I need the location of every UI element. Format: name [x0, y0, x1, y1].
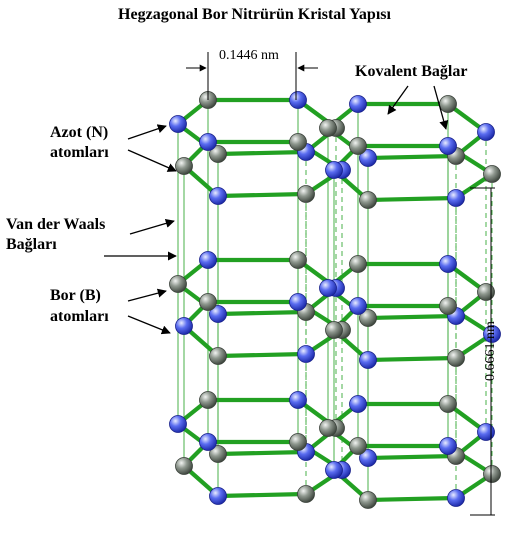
nitrogen-atom: [175, 317, 193, 335]
nitrogen-atom: [359, 149, 377, 167]
nitrogen-atom: [447, 489, 465, 507]
covalent-bond: [367, 495, 457, 503]
boron-atom: [439, 395, 457, 413]
boron-atom: [439, 297, 457, 315]
vdw-arrow-1: [129, 218, 175, 235]
boron-atom: [349, 137, 367, 155]
bond-length-label: 0.1446 nm: [219, 48, 279, 63]
boron-atom: [169, 275, 187, 293]
boron-atom: [209, 445, 227, 463]
boron-atom: [483, 465, 501, 483]
covalent-bond: [217, 309, 307, 317]
nitrogen-atom: [289, 91, 307, 109]
boron-atom: [359, 491, 377, 509]
nitrogen-atom: [289, 293, 307, 311]
nitrogen-atom: [447, 189, 465, 207]
nitrogen-atom: [297, 345, 315, 363]
nitrogen-atom: [349, 95, 367, 113]
azot-arrow-1: [127, 124, 167, 140]
nitrogen-atom: [359, 351, 377, 369]
boron-atom: [175, 157, 193, 175]
nitrogen-atom: [477, 423, 495, 441]
covalent-bond: [217, 191, 307, 199]
nitrogen-atom: [359, 449, 377, 467]
boron-atom: [199, 391, 217, 409]
boron-atom: [209, 347, 227, 365]
vdw-label-line1: Van der Waals: [6, 216, 106, 233]
boron-atom: [319, 119, 337, 137]
nitrogen-atom: [349, 297, 367, 315]
van-der-waals-bonds: [177, 100, 493, 500]
nitrogen-atom: [319, 279, 337, 297]
nitrogen-atom: [439, 137, 457, 155]
boron-atom: [297, 485, 315, 503]
nitrogen-atom: [169, 415, 187, 433]
boron-atom: [209, 145, 227, 163]
covalent-bond: [217, 149, 307, 157]
nitrogen-atom: [199, 433, 217, 451]
boron-atom: [447, 349, 465, 367]
boron-atom: [289, 133, 307, 151]
bor-arrow-2: [127, 315, 171, 335]
boron-atom: [439, 95, 457, 113]
boron-atom: [289, 433, 307, 451]
nitrogen-atom: [439, 255, 457, 273]
nitrogen-atom: [209, 305, 227, 323]
boron-atom: [199, 293, 217, 311]
covalent-bond: [217, 351, 307, 359]
nitrogen-atom: [289, 391, 307, 409]
boron-atom: [297, 185, 315, 203]
nitrogen-atom: [199, 251, 217, 269]
annotations: [104, 52, 495, 516]
nitrogen-atom: [439, 437, 457, 455]
nitrogen-atom: [349, 395, 367, 413]
nitrogen-atom: [199, 133, 217, 151]
kovalent-arrow-1: [387, 85, 409, 115]
bor-arrow-1: [127, 288, 167, 302]
kovalent-arrow-2: [433, 85, 449, 130]
boron-atom: [175, 457, 193, 475]
azot-label-line2: atomları: [50, 144, 109, 161]
nitrogen-atom: [325, 161, 343, 179]
covalent-bond: [217, 449, 307, 457]
boron-atom: [359, 309, 377, 327]
atoms: [169, 91, 501, 509]
covalent-bond: [367, 153, 457, 161]
nitrogen-atom: [209, 187, 227, 205]
boron-atom: [359, 191, 377, 209]
boron-atom: [319, 419, 337, 437]
covalent-bond: [217, 491, 307, 499]
vdw-label-line2: Bağları: [6, 236, 57, 253]
azot-label-line1: Azot (N): [50, 124, 109, 141]
kovalent-label: Kovalent Bağlar: [355, 63, 468, 80]
boron-atom: [483, 165, 501, 183]
boron-atom: [477, 283, 495, 301]
azot-arrow-2: [127, 149, 177, 172]
nitrogen-atom: [325, 461, 343, 479]
covalent-bond: [367, 453, 457, 461]
boron-atom: [325, 321, 343, 339]
bor-label-line2: atomları: [50, 308, 109, 325]
covalent-bond: [367, 313, 457, 321]
diagram-title: Hegzagonal Bor Nitrürün Kristal Yapısı: [118, 6, 391, 23]
boron-atom: [349, 437, 367, 455]
nitrogen-atom: [209, 487, 227, 505]
bor-label-line1: Bor (B): [50, 287, 101, 304]
nitrogen-atom: [483, 325, 501, 343]
layer-spacing-label: 0.6661 nm: [482, 321, 498, 381]
covalent-bond: [367, 195, 457, 203]
boron-atom: [349, 255, 367, 273]
covalent-bond: [367, 355, 457, 363]
nitrogen-atom: [477, 123, 495, 141]
nitrogen-atom: [169, 115, 187, 133]
boron-atom: [289, 251, 307, 269]
